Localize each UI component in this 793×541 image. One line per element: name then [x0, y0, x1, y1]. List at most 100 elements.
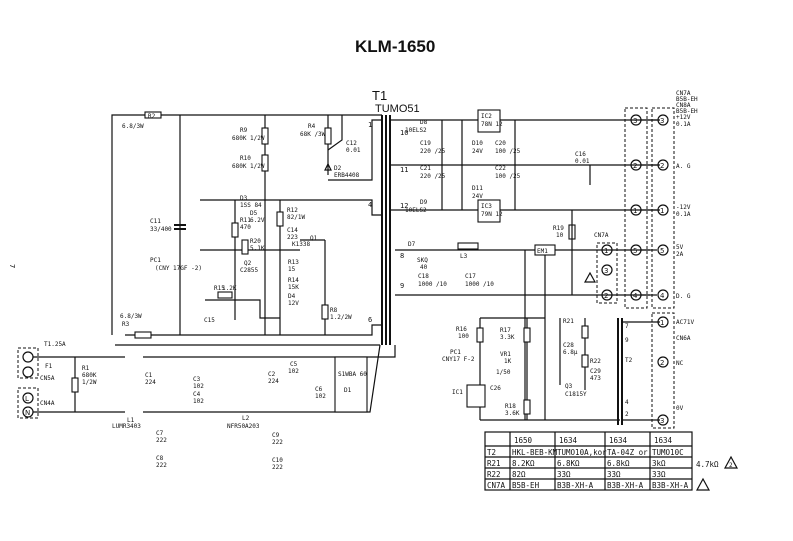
inductor-l3: [457, 242, 479, 250]
svg-text:AC71V: AC71V: [676, 319, 694, 326]
svg-text:1: 1: [368, 121, 372, 129]
bridge-rectifier-d1: [334, 356, 368, 413]
r21-annotation: 4.7kΩ: [696, 460, 719, 469]
svg-text:1: 1: [633, 207, 637, 215]
svg-text:R12: R12: [287, 207, 298, 214]
svg-text:0V: 0V: [676, 405, 684, 412]
svg-text:222: 222: [272, 464, 283, 471]
transformer-t1: T1 TUMO51 1 4 6 10 11 12 8 9: [368, 88, 420, 345]
resistor-r18: [523, 399, 531, 415]
table-cell: 6.8kΩ: [607, 459, 630, 468]
svg-text:5.1K: 5.1K: [250, 245, 265, 252]
svg-text:C15: C15: [204, 317, 215, 324]
svg-text:CN7A: CN7A: [594, 232, 609, 239]
pin-circle: [657, 244, 669, 256]
svg-text:222: 222: [156, 462, 167, 469]
table-cell: R22: [487, 470, 501, 479]
svg-text:C20: C20: [495, 140, 506, 147]
table-cell: 33Ω: [607, 470, 621, 479]
svg-text:N: N: [25, 409, 30, 417]
page-marker: 7: [8, 264, 16, 268]
resistor-r16: [476, 327, 484, 343]
svg-text:680K 1/2W: 680K 1/2W: [232, 135, 265, 142]
svg-text:R13: R13: [288, 259, 299, 266]
svg-text:8: 8: [400, 252, 404, 260]
svg-text:L3: L3: [460, 253, 468, 260]
svg-text:10ELS2: 10ELS2: [405, 127, 427, 134]
svg-text:1.2/2W: 1.2/2W: [330, 314, 352, 321]
pin-label: 0.1A: [676, 121, 691, 128]
svg-text:C21: C21: [420, 165, 431, 172]
pin-label: 2A: [676, 251, 684, 258]
svg-text:R9: R9: [240, 127, 248, 134]
pin-circle: [657, 204, 669, 216]
svg-text:3.3K: 3.3K: [500, 334, 515, 341]
input-filter: L N CN5A CN4A T1.25A F1 R1 680K 1/2W L1 …: [17, 341, 396, 471]
svg-text:D10: D10: [472, 140, 483, 147]
pin-circle: [630, 114, 642, 126]
svg-text:82/1W: 82/1W: [287, 214, 305, 221]
svg-text:C2: C2: [268, 371, 276, 378]
svg-text:100: 100: [458, 333, 469, 340]
svg-text:C29: C29: [590, 368, 601, 375]
svg-text:5: 5: [660, 247, 664, 255]
svg-text:1.2K: 1.2K: [222, 285, 237, 292]
svg-text:L1: L1: [127, 417, 135, 424]
svg-text:10: 10: [556, 232, 564, 239]
svg-text:R11: R11: [240, 217, 251, 224]
svg-text:R22: R22: [590, 358, 601, 365]
svg-text:C14: C14: [287, 227, 298, 234]
svg-text:102: 102: [193, 383, 204, 390]
pin-circle: [601, 289, 613, 301]
table-cell: R21: [487, 459, 501, 468]
svg-text:CNY17 F-2: CNY17 F-2: [442, 356, 475, 363]
svg-text:C18: C18: [418, 273, 429, 280]
svg-text:R2: R2: [148, 113, 156, 120]
svg-text:R10: R10: [240, 155, 251, 162]
svg-text:1SS 84: 1SS 84: [240, 202, 262, 209]
svg-text:K1338: K1338: [292, 241, 310, 248]
svg-text:3: 3: [660, 417, 664, 425]
pin-label: A. G: [676, 163, 691, 170]
svg-text:C7: C7: [156, 430, 164, 437]
svg-text:VR1: VR1: [500, 351, 511, 358]
svg-text:222: 222: [272, 439, 283, 446]
ic1: [466, 384, 486, 408]
resistor-r21: [581, 325, 589, 339]
svg-text:B5B-EH: B5B-EH: [676, 108, 698, 115]
svg-text:1/2W: 1/2W: [82, 379, 97, 386]
svg-text:NFR50A203: NFR50A203: [227, 423, 260, 430]
svg-text:D11: D11: [472, 185, 483, 192]
svg-text:102: 102: [315, 393, 326, 400]
resistor-r9: [261, 127, 269, 145]
svg-text:12V: 12V: [288, 300, 299, 307]
table-cell: B3B-XH-A: [652, 481, 689, 490]
table-cell: T2: [487, 448, 496, 457]
svg-text:(CNY 17GF -2): (CNY 17GF -2): [155, 265, 202, 272]
svg-text:C3: C3: [193, 376, 201, 383]
pin-label: 5V: [676, 244, 684, 251]
resistor-r8: [321, 304, 329, 320]
table-cell: 3kΩ: [652, 459, 666, 468]
svg-text:CN4A: CN4A: [40, 400, 55, 407]
svg-text:0.01: 0.01: [575, 158, 590, 165]
pin-circle: [630, 289, 642, 301]
svg-text:4: 4: [660, 292, 665, 300]
svg-text:2: 2: [625, 411, 629, 418]
svg-text:R20: R20: [250, 238, 261, 245]
svg-text:2: 2: [660, 359, 664, 367]
svg-text:CN5A: CN5A: [40, 375, 55, 382]
svg-text:C11: C11: [150, 218, 161, 225]
resistor-r22: [581, 354, 589, 368]
svg-text:L: L: [25, 395, 29, 403]
schematic-title: KLM-1650: [355, 37, 435, 56]
svg-text:102: 102: [288, 368, 299, 375]
svg-text:10ELS2: 10ELS2: [405, 207, 427, 214]
svg-text:6: 6: [368, 316, 372, 324]
svg-text:Q2: Q2: [244, 260, 252, 267]
svg-text:24V: 24V: [472, 193, 483, 200]
svg-text:D1: D1: [344, 387, 352, 394]
svg-text:R14: R14: [288, 277, 299, 284]
